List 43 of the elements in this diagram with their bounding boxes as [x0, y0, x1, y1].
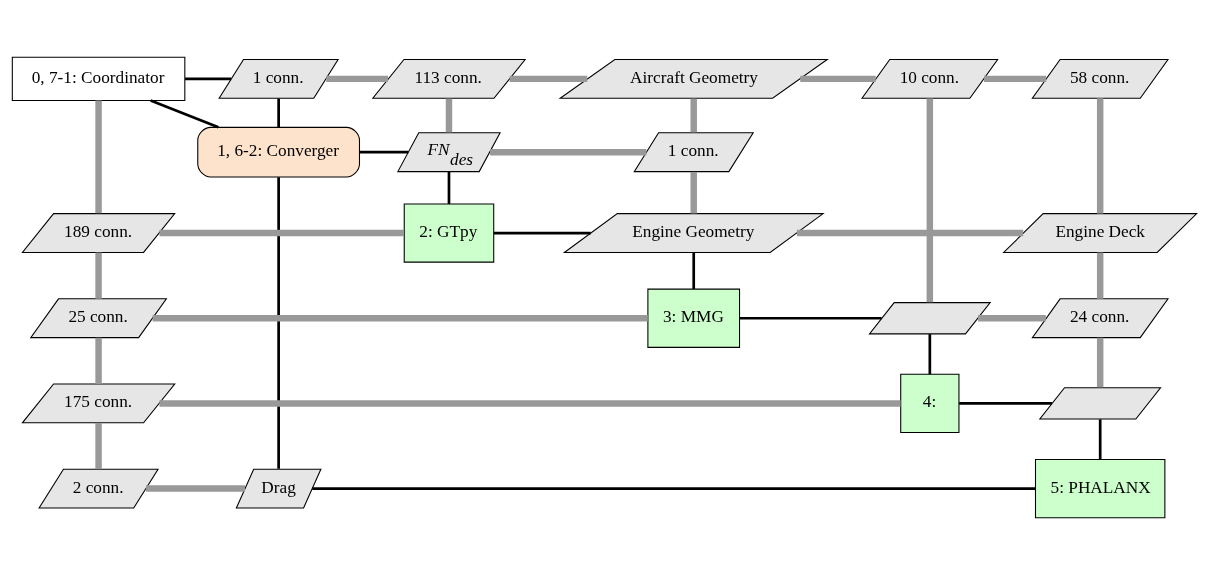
connector — [690, 171, 697, 214]
connector — [490, 148, 647, 156]
connector — [277, 177, 280, 469]
connector — [984, 75, 1047, 83]
connector — [1096, 252, 1104, 299]
node-parallelogram — [868, 302, 992, 335]
node-parallelogram — [1038, 387, 1162, 420]
node-box: 5: PHALANX — [1034, 458, 1166, 519]
connector — [690, 98, 697, 133]
connector — [509, 75, 588, 83]
connector — [1096, 337, 1104, 388]
connector — [928, 334, 932, 375]
connector — [95, 422, 102, 470]
connector — [312, 487, 1036, 490]
connector — [95, 252, 102, 299]
connector — [978, 315, 1046, 322]
connector — [739, 316, 882, 320]
connector — [926, 98, 934, 303]
connector — [326, 75, 389, 83]
connector — [445, 98, 453, 133]
connector — [95, 100, 102, 214]
connector — [1098, 419, 1102, 460]
connector — [447, 171, 451, 204]
node-box: 4: — [900, 373, 960, 434]
connector — [796, 229, 1024, 237]
connector — [692, 252, 696, 289]
connector — [359, 150, 409, 154]
connector — [95, 337, 102, 384]
connector — [959, 402, 1052, 405]
connector — [159, 229, 405, 237]
node-box: 1, 6-2: Converger — [197, 126, 361, 178]
connector — [1096, 98, 1104, 214]
connector — [159, 400, 901, 407]
connector — [150, 99, 219, 129]
connector — [146, 485, 245, 492]
connector — [800, 75, 876, 83]
connector — [277, 98, 280, 128]
node-box: 3: MMG — [647, 288, 741, 348]
node-box: 2: GTpy — [403, 203, 495, 263]
connector — [493, 231, 591, 235]
connector — [152, 315, 648, 322]
node-box: 0, 7-1: Coordinator — [11, 56, 186, 101]
connector — [185, 77, 232, 81]
